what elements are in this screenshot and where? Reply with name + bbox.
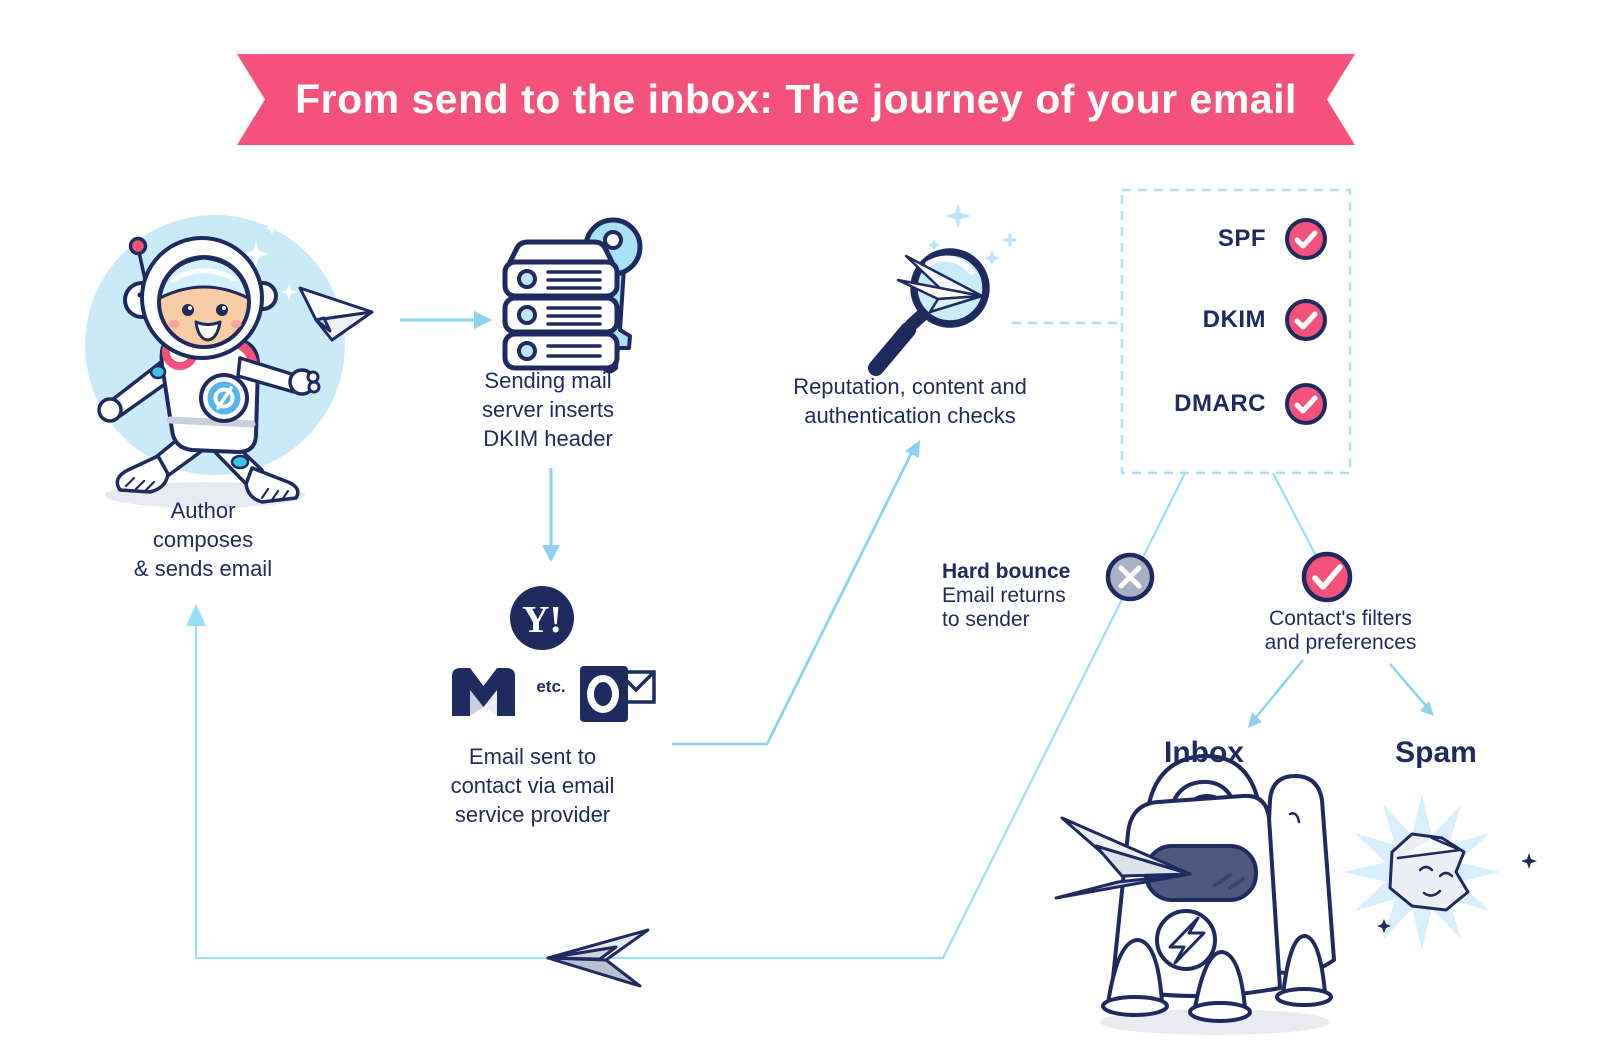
hard-bounce-return-path bbox=[186, 472, 1186, 960]
author-caption: Author composes & sends email bbox=[73, 496, 333, 583]
auth-label: DKIM bbox=[1202, 306, 1266, 333]
caption-line: Author bbox=[170, 498, 236, 523]
astronaut-illustration bbox=[85, 215, 345, 508]
caption-line: DKIM header bbox=[483, 426, 613, 451]
hard-bounce-title: Hard bounce bbox=[942, 560, 1071, 583]
auth-label: SPF bbox=[1217, 225, 1266, 252]
hard-bounce-caption: Hard bounce Email returns to sender bbox=[942, 560, 1122, 632]
inbox-robot-illustration bbox=[1054, 753, 1336, 1035]
auth-checks-box: SPF DKIM DMARC bbox=[1122, 190, 1350, 473]
arrow-author-to-server bbox=[400, 311, 492, 329]
spam-paper-illustration bbox=[1344, 794, 1537, 950]
caption-line: authentication checks bbox=[804, 403, 1016, 428]
caption-line: contact via email bbox=[450, 773, 615, 798]
arrow-contact-to-inbox bbox=[1248, 659, 1304, 728]
outlook-icon bbox=[580, 666, 656, 722]
sparkle-icon bbox=[243, 222, 297, 300]
mail-server-icon bbox=[502, 217, 643, 374]
server-caption: Sending mail server inserts DKIM header bbox=[428, 366, 668, 453]
gmail-icon bbox=[452, 668, 515, 716]
paper-plane-icon bbox=[1054, 816, 1192, 900]
auth-label: DMARC bbox=[1174, 390, 1266, 417]
caption-line: service provider bbox=[454, 802, 611, 827]
arrow-esp-to-checks bbox=[672, 440, 920, 746]
svg-text:Y!: Y! bbox=[522, 599, 562, 641]
yahoo-icon: Y! bbox=[510, 586, 574, 650]
caption-line: Sending mail bbox=[484, 368, 612, 393]
auth-row-spf: SPF bbox=[1218, 217, 1328, 261]
sparkle-icon bbox=[1377, 853, 1537, 933]
check-icon bbox=[1285, 218, 1327, 260]
esp-caption: Email sent to contact via email service … bbox=[410, 742, 655, 829]
magnifier-icon bbox=[868, 203, 1017, 376]
caption-line: and preferences bbox=[1264, 631, 1417, 654]
sparkle-icon bbox=[928, 203, 1000, 266]
esp-icons: Y! bbox=[452, 586, 656, 722]
caption-line: Email returns bbox=[942, 584, 1066, 607]
contact-filters-caption: Contact's filters and preferences bbox=[1238, 607, 1443, 655]
caption-line: server inserts bbox=[481, 397, 615, 422]
paper-plane-icon bbox=[298, 286, 374, 342]
caption-line: Email sent to bbox=[468, 744, 597, 769]
etc-label: etc. bbox=[536, 677, 566, 696]
check-icon bbox=[1285, 299, 1327, 341]
caption-line: composes bbox=[152, 527, 254, 552]
paper-plane-icon bbox=[896, 254, 984, 314]
returning-paper-plane-icon bbox=[546, 928, 650, 988]
page-title: From send to the inbox: The journey of y… bbox=[295, 76, 1297, 122]
inbox-label: Inbox bbox=[1164, 736, 1244, 769]
arrow-contact-to-spam bbox=[1389, 663, 1434, 716]
auth-box-dashed-border bbox=[1120, 188, 1352, 475]
title-banner: From send to the inbox: The journey of y… bbox=[237, 54, 1355, 145]
hard-bounce-cross-icon bbox=[1105, 552, 1155, 602]
caption-line: & sends email bbox=[133, 556, 273, 581]
checks-caption: Reputation, content and authentication c… bbox=[755, 372, 1065, 430]
contact-filters-check-icon bbox=[1301, 551, 1353, 603]
spam-label: Spam bbox=[1395, 736, 1477, 769]
auth-row-dkim: DKIM bbox=[1203, 298, 1328, 342]
caption-line: Reputation, content and bbox=[793, 374, 1027, 399]
auth-row-dmarc: DMARC bbox=[1174, 382, 1328, 426]
caption-line: to sender bbox=[942, 608, 1030, 631]
caption-line: Contact's filters bbox=[1269, 607, 1412, 630]
check-icon bbox=[1285, 383, 1327, 425]
arrow-server-to-esp bbox=[542, 468, 560, 562]
